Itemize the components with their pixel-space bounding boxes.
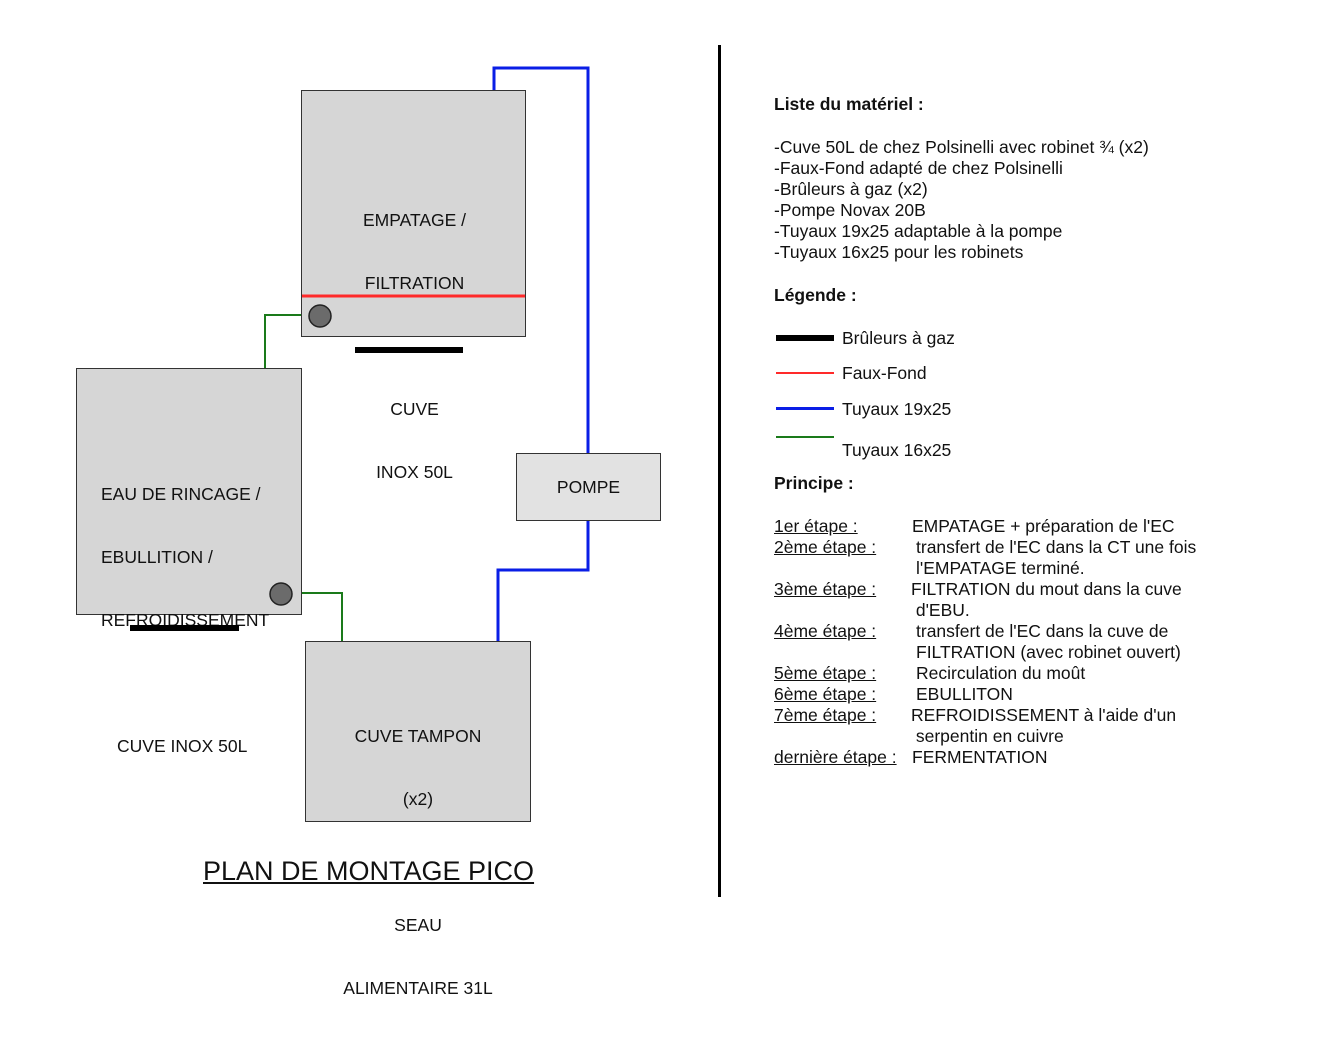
step-row: 3ème étape : <box>774 579 876 600</box>
pipe-16x25-bottom <box>282 592 343 642</box>
step-label: dernière étape : <box>774 747 897 767</box>
step-desc: FILTRATION du mout dans la cuve d'EBU. <box>911 579 1182 620</box>
step-label: 2ème étape : <box>774 537 877 557</box>
pipe-19x25-top <box>492 66 590 454</box>
list-item: -Cuve 50L de chez Polsinelli avec robine… <box>774 137 1149 157</box>
step-row: 6ème étape : <box>774 684 876 705</box>
step-desc: transfert de l'EC dans la cuve de FILTRA… <box>916 621 1181 662</box>
step-row: 4ème étape : <box>774 621 876 642</box>
step-row: 1er étape : <box>774 516 858 537</box>
principe-heading: Principe : <box>774 473 854 493</box>
legend-swatch <box>776 335 834 341</box>
diagram-canvas <box>264 66 590 642</box>
tank-cuve-tampon: CUVE TAMPON (x2) SEAU ALIMENTAIRE 31L <box>305 641 531 998</box>
list-item: -Faux-Fond adapté de chez Polsinelli <box>774 158 1063 178</box>
legend-label: Tuyaux 19x25 <box>842 399 952 419</box>
step-label: 1er étape : <box>774 516 858 536</box>
list-item: -Tuyaux 16x25 pour les robinets <box>774 242 1024 262</box>
list-item: -Tuyaux 19x25 adaptable à la pompe <box>774 221 1063 241</box>
materiel-list: -Cuve 50L de chez Polsinelli avec robine… <box>774 137 1314 263</box>
info-panel: Liste du matériel : -Cuve 50L de chez Po… <box>774 94 1314 767</box>
step-desc: EMPATAGE + préparation de l'EC <box>912 516 1175 536</box>
legend: Brûleurs à gaz Faux-Fond Tuyaux 19x25 Tu… <box>774 306 1314 460</box>
tank-empatage-label: EMPATAGE / FILTRATION CUVE INOX 50L <box>362 210 467 482</box>
legend-label: Tuyaux 16x25 <box>842 440 952 460</box>
pipe-19x25-bottom <box>496 520 590 642</box>
legend-swatch <box>776 372 834 374</box>
vertical-divider <box>718 45 721 897</box>
step-desc: EBULLITON <box>916 684 1013 704</box>
pump-box: POMPE <box>516 453 661 521</box>
tank-empatage-filtration: EMPATAGE / FILTRATION CUVE INOX 50L <box>301 90 526 482</box>
legend-label: Brûleurs à gaz <box>842 328 955 348</box>
step-label: 4ème étape : <box>774 621 877 641</box>
step-row: 2ème étape : <box>774 537 876 558</box>
step-label: 6ème étape : <box>774 684 877 704</box>
principe-steps: 1er étape : EMPATAGE + préparation de l'… <box>774 494 1314 767</box>
step-row: 7ème étape : <box>774 705 876 726</box>
step-desc: FERMENTATION <box>912 747 1048 767</box>
step-desc: transfert de l'EC dans la CT une fois l'… <box>916 537 1197 578</box>
step-label: 3ème étape : <box>774 579 877 599</box>
legende-heading: Légende : <box>774 285 857 305</box>
legend-swatch <box>776 436 834 438</box>
tank-eau-de-rincage: EAU DE RINCAGE / EBULLITION / REFROIDISS… <box>76 368 302 756</box>
step-label: 7ème étape : <box>774 705 877 725</box>
legend-label: Faux-Fond <box>842 363 927 383</box>
step-label: 5ème étape : <box>774 663 877 683</box>
legend-swatch <box>776 407 834 410</box>
step-row: 5ème étape : <box>774 663 876 684</box>
list-item: -Brûleurs à gaz (x2) <box>774 179 928 199</box>
diagram-title: PLAN DE MONTAGE PICO <box>203 856 535 886</box>
step-desc: Recirculation du moût <box>916 663 1086 683</box>
list-item: -Pompe Novax 20B <box>774 200 926 220</box>
materiel-heading: Liste du matériel : <box>774 94 924 114</box>
step-row: dernière étape : <box>774 747 897 768</box>
step-desc: REFROIDISSEMENT à l'aide d'un serpentin … <box>911 705 1177 746</box>
tank-eau-label: EAU DE RINCAGE / EBULLITION / REFROIDISS… <box>101 484 270 756</box>
pump-label: POMPE <box>556 477 621 497</box>
